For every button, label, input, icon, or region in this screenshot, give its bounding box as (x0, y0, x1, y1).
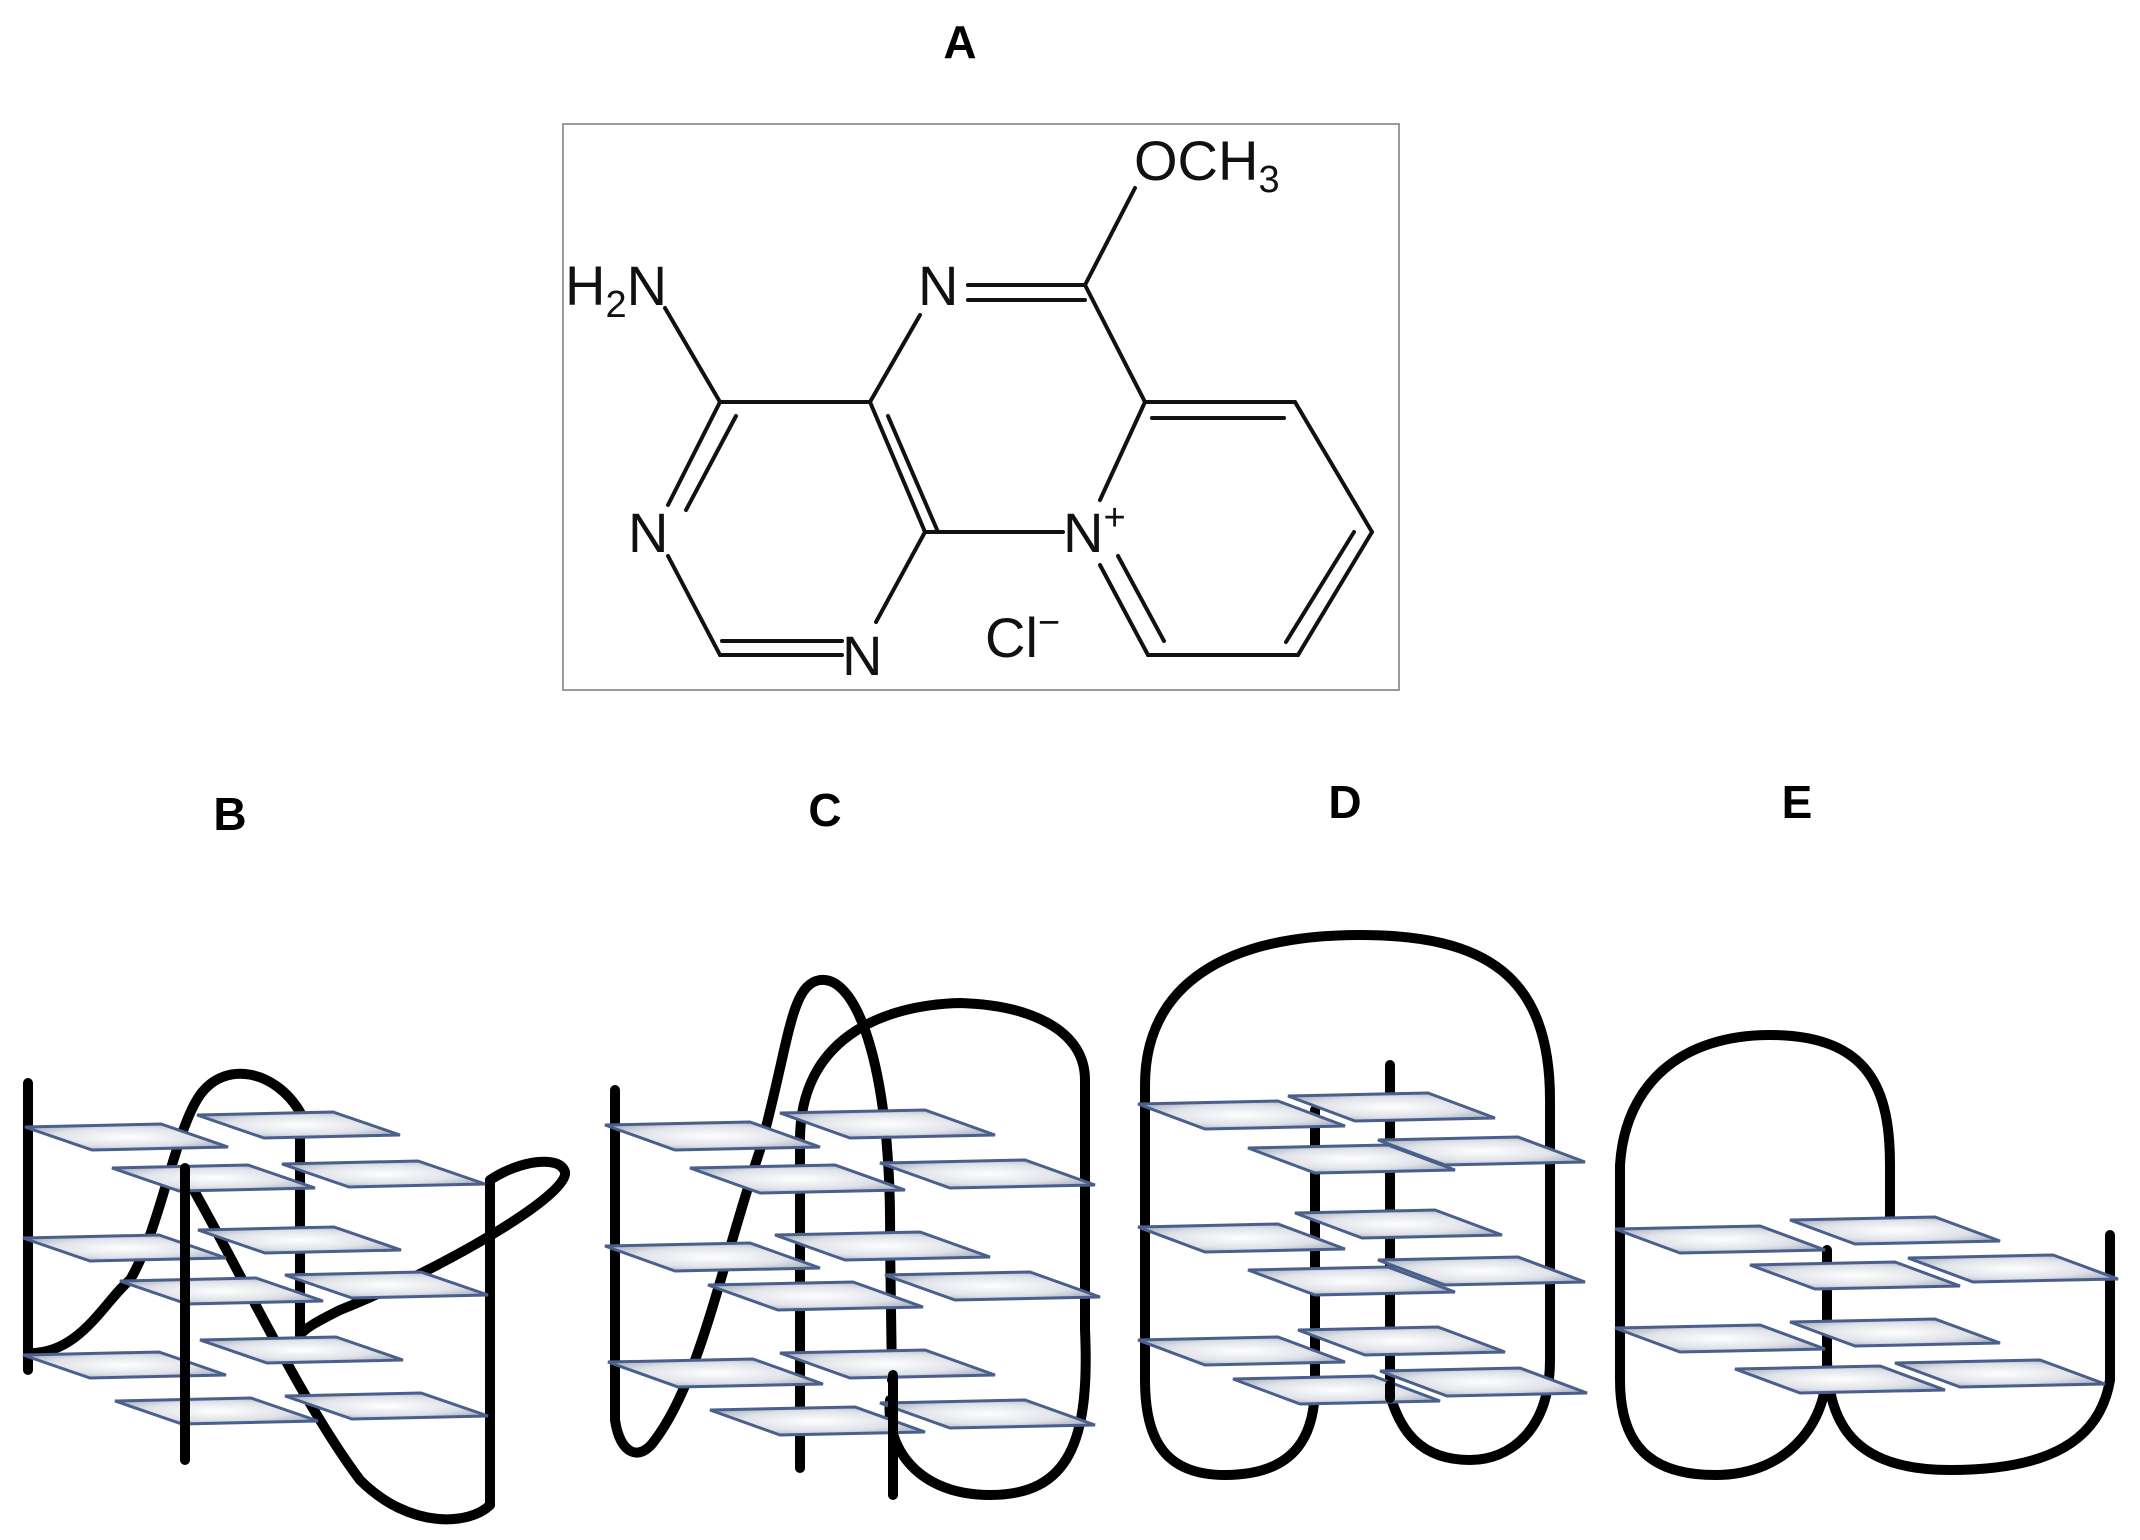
pyrimidine-n-bottom-label: N (842, 624, 882, 687)
chemical-structure: OCH3 H2N N N N N+ Cl− (562, 123, 1400, 691)
tetrad-b-9 (22, 1350, 227, 1380)
tetrad-b-6 (197, 1225, 402, 1255)
tetrad-e-3 (1749, 1260, 1961, 1291)
tetrad-d-8 (1377, 1255, 1586, 1287)
tetrad-c-8 (884, 1270, 1101, 1302)
tetrad-b-2 (196, 1110, 401, 1140)
tetrad-b-10 (199, 1335, 404, 1365)
tetrad-e-4 (1907, 1253, 2119, 1284)
tetrad-d-1 (1137, 1099, 1346, 1131)
tetrad-c-9 (607, 1357, 824, 1389)
g-quadruplex-e (1614, 1030, 2119, 1480)
g-quadruplex-d (1137, 930, 1588, 1480)
tetrad-d-2 (1287, 1091, 1496, 1123)
strand-c-outer-loop (610, 974, 897, 1458)
tetrad-b-1 (24, 1122, 229, 1152)
tetrad-d-3 (1247, 1143, 1456, 1175)
tetrad-c-3 (689, 1163, 906, 1195)
structure-frame (562, 123, 1400, 691)
strand-d-loop (1140, 930, 1555, 1480)
panel-label-b: B (213, 788, 246, 840)
panel-label-e: E (1782, 776, 1813, 828)
imine-n-label: N (918, 254, 958, 317)
tetrad-b-3 (111, 1163, 316, 1193)
tetrad-d-6 (1294, 1208, 1503, 1240)
tetrad-c-7 (707, 1280, 924, 1312)
tetrad-d-10 (1297, 1325, 1506, 1357)
tetrad-c-5 (604, 1241, 821, 1273)
tetrad-b-5 (22, 1233, 227, 1263)
tetrad-e-6 (1789, 1317, 2001, 1348)
tetrad-d-9 (1137, 1335, 1346, 1367)
tetrad-c-4 (879, 1158, 1096, 1190)
och3-label: OCH3 (1134, 129, 1280, 201)
strand-b-right-loop (295, 1156, 570, 1510)
strand-b-diagonal (183, 1175, 495, 1525)
tetrad-e-1 (1614, 1224, 1826, 1255)
tetrad-c-2 (779, 1108, 996, 1140)
panel-label-a: A (943, 16, 976, 68)
amino-label: H2N (565, 254, 667, 326)
tetrad-d-12 (1379, 1366, 1588, 1398)
strand-b-loop-up (23, 1068, 305, 1359)
tetrad-d-5 (1137, 1222, 1346, 1254)
chloride-label: Cl− (985, 602, 1060, 669)
pyrimidine-n-left-label: N (628, 501, 668, 564)
tetrad-e-7 (1734, 1364, 1946, 1395)
tetrad-c-10 (779, 1348, 996, 1380)
tetrad-e-8 (1894, 1358, 2106, 1389)
tetrad-c-12 (879, 1398, 1096, 1430)
strand-c-right-loop (795, 998, 1091, 1500)
tetrad-b-12 (284, 1391, 489, 1421)
tetrad-e-5 (1614, 1323, 1826, 1354)
g-quadruplex-b (22, 1068, 570, 1525)
g-quadruplex-c (604, 974, 1101, 1500)
tetrad-d-4 (1377, 1135, 1586, 1167)
tetrad-c-6 (774, 1230, 991, 1262)
tetrad-c-1 (604, 1120, 821, 1152)
strand-e-right-loop (1822, 1230, 2115, 1475)
tetrad-b-4 (281, 1159, 486, 1189)
tetrad-b-8 (284, 1270, 489, 1300)
tetrad-b-7 (119, 1276, 324, 1306)
tetrad-b-11 (114, 1396, 319, 1426)
cationic-n-label: N+ (1063, 497, 1126, 564)
tetrad-d-7 (1247, 1265, 1456, 1297)
bond-lines (663, 186, 1374, 657)
panel-label-c: C (808, 784, 841, 836)
panel-label-d: D (1328, 776, 1361, 828)
tetrad-e-2 (1789, 1215, 2001, 1246)
tetrad-c-11 (709, 1405, 926, 1437)
strand-e-left-loop (1615, 1030, 1895, 1480)
